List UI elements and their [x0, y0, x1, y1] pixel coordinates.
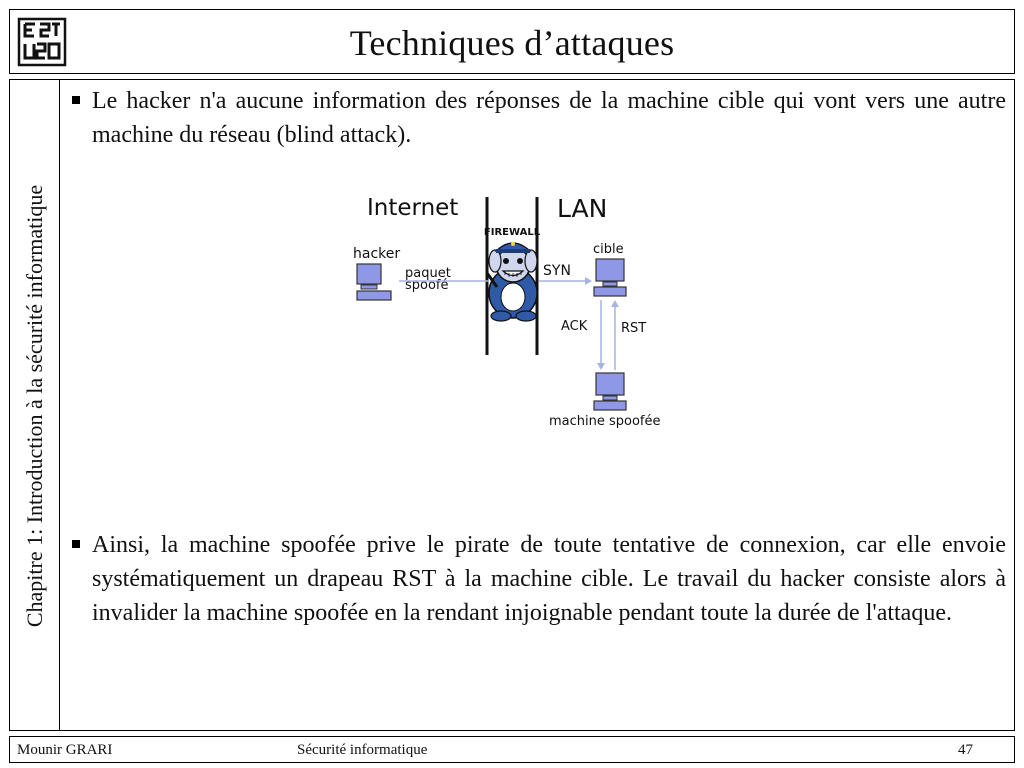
slide-title: Techniques d’attaques: [349, 23, 675, 63]
hacker-label: hacker: [353, 246, 400, 262]
blind-spoofing-diagram: Internet LAN FIREWALL hacker paquet spoo…: [341, 185, 676, 445]
lan-zone-label: LAN: [557, 194, 607, 223]
rst-label: RST: [621, 321, 646, 336]
ack-arrowhead: [597, 363, 605, 370]
slide-footer: Mounir GRARI Sécurité informatique 47: [9, 736, 1015, 763]
chapter-label: Chapitre 1: Introduction à la sécurité i…: [22, 184, 47, 628]
chapter-sidebar: Chapitre 1: Introduction à la sécurité i…: [10, 80, 60, 730]
bullet-item: Ainsi, la machine spoofée prive le pirat…: [72, 528, 1006, 630]
firewall-mascot-icon: [485, 242, 538, 322]
rst-arrowhead: [611, 300, 619, 307]
syn-arrowhead: [585, 277, 592, 285]
spoofed-machine-label: machine spoofée: [549, 414, 661, 429]
estd-logo-icon: [16, 16, 68, 68]
target-label: cible: [593, 242, 624, 257]
ack-label: ACK: [561, 319, 588, 334]
firewall-label: FIREWALL: [484, 227, 541, 238]
bullet-item: Le hacker n'a aucune information des rép…: [72, 84, 1006, 152]
slide-body: Chapitre 1: Introduction à la sécurité i…: [9, 79, 1015, 731]
hacker-computer-icon: [356, 263, 392, 301]
internet-zone-label: Internet: [367, 195, 458, 221]
footer-author: Mounir GRARI: [17, 742, 113, 758]
slide-header: Techniques d’attaques: [9, 9, 1015, 74]
square-bullet-icon: [72, 96, 80, 104]
footer-course-title: Sécurité informatique: [297, 742, 428, 758]
packet-label-line1: paquet: [405, 266, 451, 281]
bullet-text: Ainsi, la machine spoofée prive le pirat…: [92, 532, 1006, 626]
target-computer-icon: [593, 258, 627, 297]
syn-label: SYN: [543, 263, 571, 279]
square-bullet-icon: [72, 540, 80, 548]
spoofed-computer-icon: [593, 372, 627, 411]
bullet-text: Le hacker n'a aucune information des rép…: [92, 88, 1006, 148]
footer-page-number: 47: [958, 742, 973, 758]
